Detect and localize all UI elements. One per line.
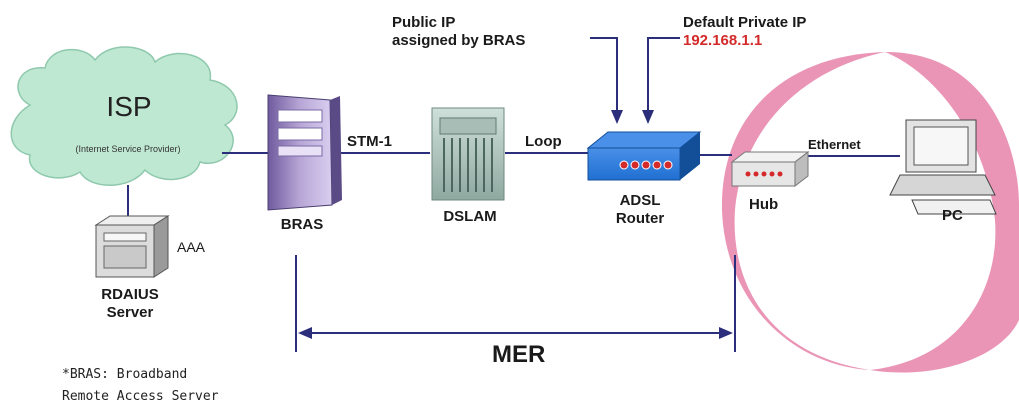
router-label-line2: Router: [615, 210, 665, 227]
footnote-line1: *BRAS: Broadband: [62, 367, 188, 382]
stm1-label: STM-1: [347, 133, 392, 150]
bras-label: BRAS: [280, 216, 324, 233]
pc-label: PC: [942, 207, 963, 224]
dslam-label: DSLAM: [443, 208, 497, 225]
pc-icon: [889, 119, 997, 215]
public-ip-line1: Public IP: [392, 14, 456, 31]
hub-icon: [730, 150, 810, 188]
mer-left-arrowhead: [298, 327, 312, 339]
radius-server-icon: [94, 215, 170, 278]
isp-subtitle: (Internet Service Provider): [75, 144, 181, 154]
loop-label: Loop: [525, 133, 562, 150]
private-ip-value: 192.168.1.1: [683, 32, 763, 49]
mer-label: MER: [492, 341, 546, 368]
bras-server-icon: [267, 94, 342, 211]
footnote-line2: Remote Access Server: [62, 389, 219, 404]
ethernet-label: Ethernet: [808, 137, 861, 152]
public-ip-arrowhead: [611, 110, 623, 124]
mer-right-arrowhead: [719, 327, 733, 339]
radius-label-line2: Server: [106, 304, 154, 321]
aaa-label: AAA: [177, 239, 206, 255]
public-ip-arrow: [590, 37, 618, 112]
hub-label: Hub: [749, 196, 779, 213]
public-ip-line2: assigned by BRAS: [392, 32, 526, 49]
isp-cloud: [10, 46, 238, 186]
private-ip-line1: Default Private IP: [683, 14, 807, 31]
hub-pc-ring: [870, 52, 1019, 373]
private-ip-arrow: [647, 37, 680, 112]
hub-pc-ring-inner: [721, 52, 885, 370]
dslam-icon: [431, 107, 505, 201]
router-label-line1: ADSL: [619, 192, 661, 209]
radius-label-line1: RDAIUS: [101, 286, 159, 303]
isp-title: ISP: [106, 91, 152, 122]
adsl-router-icon: [586, 131, 702, 181]
private-ip-arrowhead: [642, 110, 654, 124]
